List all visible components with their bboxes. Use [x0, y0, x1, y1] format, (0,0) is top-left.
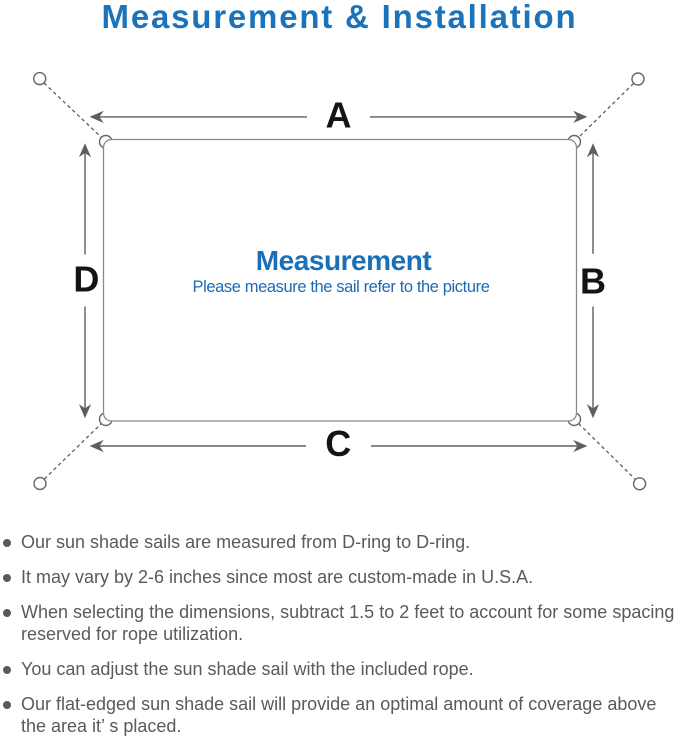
svg-text:Measurement: Measurement: [256, 245, 432, 276]
svg-text:Please measure the sail refer: Please measure the sail refer to the pic…: [193, 278, 490, 296]
svg-text:D: D: [73, 259, 99, 300]
svg-text:A: A: [326, 95, 352, 136]
svg-text:C: C: [325, 423, 351, 464]
svg-text:B: B: [580, 261, 606, 302]
